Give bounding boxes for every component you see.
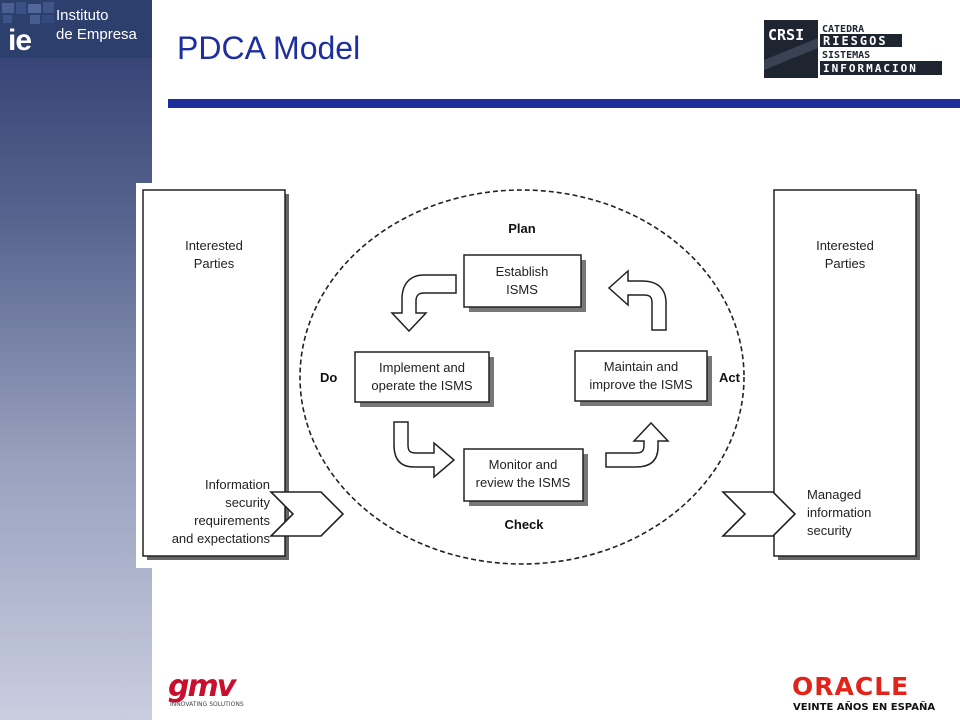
curved-arrow-do-to-check-icon xyxy=(393,421,456,479)
ie-logo-line2: de Empresa xyxy=(56,26,137,43)
ie-logo-mark: ie xyxy=(8,24,32,57)
right-panel-note-line2: information xyxy=(807,505,871,520)
curved-arrow-check-to-act-icon xyxy=(605,421,670,468)
gmv-logo-tagline: INNOVATING SOLUTIONS xyxy=(170,701,244,708)
left-panel-note-line4: and expectations xyxy=(172,531,271,546)
ie-mosaic-icon xyxy=(0,0,56,58)
output-chevron-arrow-icon xyxy=(721,491,797,537)
left-panel-note-line1: Information xyxy=(205,477,270,492)
oracle-logo-tagline: VEINTE AÑOS EN ESPAÑA xyxy=(793,700,935,713)
title-underline xyxy=(168,99,960,108)
sidebar-gradient xyxy=(0,0,152,720)
right-panel-title-line2: Parties xyxy=(825,256,866,271)
page-title: PDCA Model xyxy=(177,30,361,66)
right-panel-title-line1: Interested xyxy=(816,238,874,253)
phase-label-plan: Plan xyxy=(508,221,536,236)
crsi-logo-line3: SISTEMAS xyxy=(822,50,870,61)
maintain-line1: Maintain and xyxy=(604,359,678,374)
maintain-line2: improve the ISMS xyxy=(589,377,693,392)
curved-arrow-act-to-plan-icon xyxy=(607,269,667,331)
gmv-logo: gmv INNOVATING SOLUTIONS xyxy=(168,670,244,708)
left-panel-title-line1: Interested xyxy=(185,238,243,253)
monitor-line2: review the ISMS xyxy=(476,475,571,490)
right-panel-note-line3: security xyxy=(807,523,852,538)
left-panel-title-line2: Parties xyxy=(194,256,235,271)
crsi-logo: CRSI CATEDRA RIESGOS SISTEMAS INFORMACIO… xyxy=(764,20,942,78)
crsi-logo-line4: INFORMACION xyxy=(823,62,918,75)
curved-arrow-plan-to-do-icon xyxy=(390,274,457,333)
phase-label-do: Do xyxy=(320,370,337,385)
ie-logo: ie Instituto de Empresa xyxy=(0,0,152,58)
pdca-diagram-svg: Interested Parties Information security … xyxy=(142,189,920,565)
ie-logo-line1: Instituto xyxy=(56,7,109,24)
monitor-line1: Monitor and xyxy=(489,457,558,472)
implement-line1: Implement and xyxy=(379,360,465,375)
crsi-logo-line1: CATEDRA xyxy=(822,24,864,35)
oracle-logo: ORACLE VEINTE AÑOS EN ESPAÑA xyxy=(792,672,935,713)
pdca-diagram: Interested Parties Information security … xyxy=(136,183,926,568)
establish-line1: Establish xyxy=(496,264,549,279)
establish-line2: ISMS xyxy=(506,282,538,297)
step-maintain-improve: Maintain and improve the ISMS xyxy=(574,350,712,406)
right-interested-parties-panel: Interested Parties Managed information s… xyxy=(773,189,920,560)
left-panel-note-line3: requirements xyxy=(194,513,270,528)
implement-line2: operate the ISMS xyxy=(371,378,472,393)
step-implement-operate: Implement and operate the ISMS xyxy=(354,351,494,407)
left-panel-note-line2: security xyxy=(225,495,270,510)
oracle-logo-mark: ORACLE xyxy=(792,672,909,701)
left-interested-parties-panel: Interested Parties Information security … xyxy=(142,189,289,560)
ie-logo-name: Instituto de Empresa xyxy=(56,6,137,44)
pdca-cycle-ellipse xyxy=(299,189,745,565)
input-chevron-arrow-icon xyxy=(269,491,345,537)
step-monitor-review: Monitor and review the ISMS xyxy=(463,448,588,506)
phase-label-check: Check xyxy=(504,517,544,532)
phase-label-act: Act xyxy=(719,370,741,385)
crsi-logo-line2: RIESGOS xyxy=(823,34,888,48)
right-panel-note-line1: Managed xyxy=(807,487,861,502)
gmv-logo-mark: gmv xyxy=(168,670,238,704)
crsi-logo-mark: CRSI xyxy=(768,26,804,44)
step-establish-isms: Establish ISMS xyxy=(463,254,586,312)
